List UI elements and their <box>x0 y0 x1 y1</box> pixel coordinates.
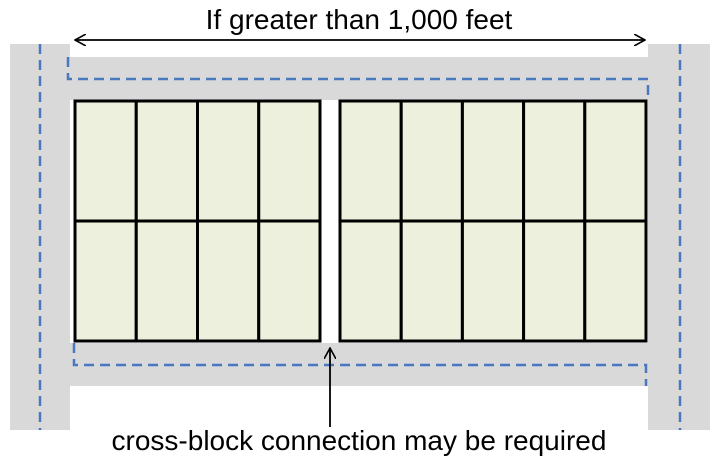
boundary-lines <box>38 44 682 430</box>
right-block-lot-r1-c4 <box>522 99 587 223</box>
boundary-top-street <box>66 57 650 100</box>
right-block-lot-r2-c5 <box>583 219 648 343</box>
right-block-lot-r1-c1 <box>338 99 403 223</box>
left-block-lot-r1-c1 <box>73 99 138 223</box>
block-left <box>73 99 322 343</box>
left-block-lot-r2-c3 <box>196 219 261 343</box>
left-block-lot-r1-c2 <box>134 99 199 223</box>
boundary-bottom-street <box>72 343 648 386</box>
right-block-lot-r2-c4 <box>522 219 587 343</box>
right-block-lot-r2-c1 <box>338 219 403 343</box>
left-block-lot-r2-c2 <box>134 219 199 343</box>
block-right <box>338 99 648 343</box>
left-block-lot-r2-c1 <box>73 219 138 343</box>
right-block-lot-r2-c3 <box>460 219 526 343</box>
left-block-lot-r2-c4 <box>257 219 322 343</box>
right-block-lot-r1-c2 <box>399 99 464 223</box>
connection-label: cross-block connection may be required <box>111 425 607 456</box>
right-block-lot-r1-c3 <box>460 99 526 223</box>
right-block-lot-r1-c5 <box>583 99 648 223</box>
right-block-lot-r2-c2 <box>399 219 464 343</box>
left-block-lot-r1-c4 <box>257 99 322 223</box>
left-block-lot-r1-c3 <box>196 99 261 223</box>
length-label: If greater than 1,000 feet <box>205 4 513 35</box>
cross-block-gap <box>320 100 340 343</box>
